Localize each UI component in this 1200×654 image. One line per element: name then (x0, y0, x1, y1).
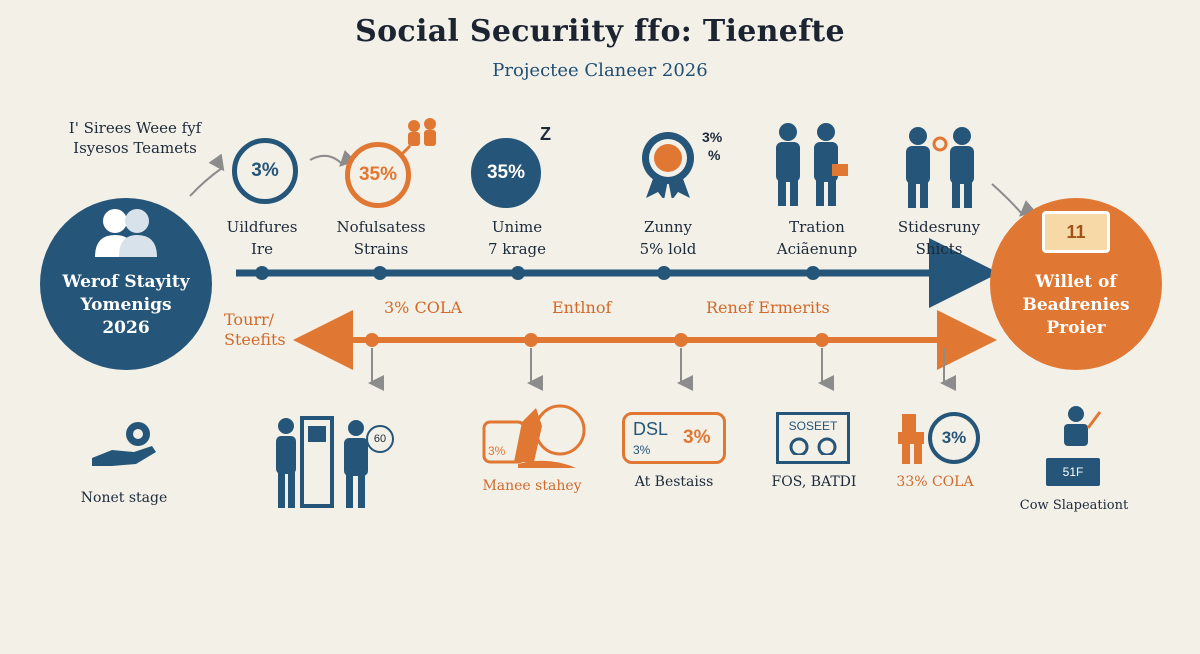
bottom-item7-label: Cow Slapeationt (1019, 498, 1129, 513)
corner-note: I' Sirees Weee fyf Isyesos Teamets (40, 118, 230, 158)
end-circle-text: Willet of Beadrenies Proier (1022, 271, 1129, 370)
end-circle: 11 Willet of Beadrenies Proier (990, 198, 1162, 370)
orange-timeline-dots (365, 333, 951, 347)
step6-line1: Stidesruny (897, 218, 981, 236)
start-circle-text: Werof Stayity Yomenigs 2026 (62, 271, 189, 370)
step5-label: Tration Aciãenunp (752, 216, 882, 260)
handshake-people-icon (906, 127, 974, 208)
mid-label-left-line2: Steefits (224, 330, 286, 349)
benefit-card-code: DSL (633, 419, 669, 439)
mid-label-left: Tourr/ Steefits (224, 310, 286, 350)
people-icon (95, 209, 157, 257)
bottom-item5-label: FOS, BATDI (771, 474, 857, 490)
start-circle-line1: Werof Stayity (62, 272, 190, 292)
step6-label: Stidesruny Shicts (874, 216, 1004, 260)
award-ribbon-icon (642, 132, 694, 198)
mid-label-cola: 3% COLA (384, 298, 463, 317)
mid-label-entlnof: Entlnof (552, 298, 612, 317)
bottom-item3-label: Manee stahey (482, 478, 582, 494)
step3-badge-value: 35% (486, 162, 526, 183)
cola-badge: 3% (928, 412, 980, 464)
step4-badge-extra: % (708, 147, 721, 163)
benefit-card-value: 3% (683, 427, 711, 448)
sleep-icon-letter: Z (540, 124, 551, 144)
step5-line1: Tration (789, 218, 845, 236)
benefit-card-small: 3% (633, 443, 651, 457)
step4-line1: Zunny (644, 218, 692, 236)
group-icon (402, 118, 436, 156)
curve-right (991, 183, 1037, 217)
step3-line2: 7 krage (488, 240, 546, 258)
page-title: Social Securiity ffo: Tienefte (355, 14, 845, 49)
podium: 51F (1046, 458, 1100, 486)
start-circle-line2: Yomenigs (80, 295, 172, 315)
step6-line2: Shicts (915, 240, 963, 258)
step5-line2: Aciãenunp (776, 240, 858, 258)
step1-badge-value: 3% (251, 160, 279, 181)
bottom-item6-label: 33% COLA (896, 474, 974, 490)
step1-line1: Uildfures (226, 218, 298, 236)
worker-icon (898, 414, 924, 464)
step4-badge-value: 3% (702, 129, 723, 145)
ledger-card-label: SOSEET (788, 419, 838, 433)
step4-line2: 5% lold (639, 240, 697, 258)
benefit-card: DSL 3% 3% (622, 412, 726, 464)
retiree-badge: 3% (488, 444, 506, 458)
step2-badge-value: 35% (358, 164, 398, 185)
step4-label: Zunny 5% lold (603, 216, 733, 260)
speaker-icon (1064, 406, 1102, 446)
retiree-icon (482, 404, 586, 468)
atm-people-icon (276, 416, 368, 508)
step1-line2: Ire (251, 240, 273, 258)
step2-badge: 35% (345, 142, 411, 208)
mid-label-left-line1: Tourr/ (224, 310, 275, 329)
age-badge-value: 60 (373, 433, 387, 445)
coins-icon (789, 437, 837, 457)
end-circle-line1: Willet of (1035, 272, 1117, 292)
cola-badge-value: 3% (941, 428, 967, 447)
corner-note-line2: Isyesos Teamets (73, 139, 197, 157)
money-icon: 11 (1042, 211, 1110, 253)
end-circle-line2: Beadrenies (1022, 295, 1130, 315)
couple-icon (776, 123, 848, 206)
step2-line1: Nofulsatess (336, 218, 426, 236)
mid-label-renef: Renef Ermerits (706, 298, 830, 317)
step3-label: Unime 7 krage (452, 216, 582, 260)
step2-line2: Strains (353, 240, 409, 258)
step2-label: Nofulsatess Strains (316, 216, 446, 260)
ledger-card: SOSEET (776, 412, 850, 464)
step1-label: Uildfures Ire (197, 216, 327, 260)
start-circle-line3: 2026 (102, 318, 150, 338)
step3-badge: 35% (471, 138, 541, 208)
bottom-item4-label: At Bestaiss (634, 474, 714, 490)
step4-percent-note: 3% % (702, 128, 722, 164)
age-badge: 60 (366, 425, 394, 453)
bottom-item1-label: Nonet stage (80, 490, 168, 506)
step3-line1: Unime (491, 218, 543, 236)
end-circle-line3: Proier (1046, 318, 1106, 338)
hand-gear-icon (92, 422, 156, 466)
podium-label: 51F (1062, 465, 1084, 479)
curve-left (189, 153, 225, 197)
page-subtitle: Projectee Claneer 2026 (492, 60, 708, 81)
drop-arrows (368, 348, 956, 391)
money-icon-label: 11 (1066, 221, 1086, 242)
curve-mid (309, 149, 357, 167)
navy-timeline-dots (255, 266, 951, 280)
corner-note-line1: I' Sirees Weee fyf (68, 119, 202, 137)
step1-badge: 3% (232, 138, 298, 204)
sleep-icon: Z (540, 124, 551, 145)
start-circle: Werof Stayity Yomenigs 2026 (40, 198, 212, 370)
